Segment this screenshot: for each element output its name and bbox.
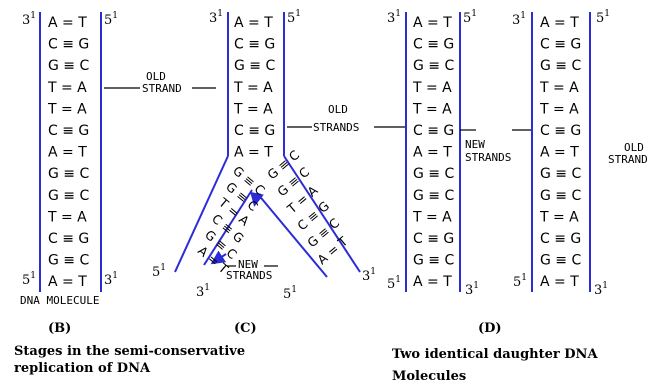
end-label: 31 — [465, 281, 479, 298]
base-pair: G ≡ C — [413, 58, 454, 74]
end-label: 51 — [387, 275, 401, 292]
base-pair: T = A — [539, 209, 579, 225]
end-label-5-top: 31 — [22, 11, 36, 28]
dna-molecule-b: A = T C ≡ G G ≡ C T = A T = A C ≡ G A = T G ≡ C… — [20, 11, 118, 307]
end-label-bottom: 51 — [152, 263, 166, 280]
old-strand-label: OLD — [146, 70, 166, 83]
base-pair: G ≡ C — [48, 58, 89, 74]
end-label-bottom: 31 — [196, 283, 210, 300]
base-pair: A = T — [234, 15, 273, 31]
base-pair: C ≡ G — [48, 123, 89, 139]
daughter-dna-1: A = T C ≡ G G ≡ C T = A T = A C ≡ G A = T G ≡ C… — [387, 9, 479, 298]
new-strands-label: NEW — [465, 138, 485, 151]
arrow-left — [210, 250, 227, 265]
base-pair: A = T — [48, 145, 87, 161]
base-pair: A = T — [48, 274, 87, 290]
end-label-bottom: 51 — [283, 285, 297, 302]
caption-daughters: Two identical daughter DNA — [392, 347, 598, 362]
base-pair: G ≡ C — [48, 188, 89, 204]
base-pair: T = A — [233, 80, 273, 96]
base-pair-column: A = T C ≡ G G ≡ C T = A T = A C ≡ G A = T G ≡ C… — [47, 15, 89, 290]
caption-stages: replication of DNA — [14, 361, 151, 376]
end-label-bottom-right: 31 — [104, 271, 118, 288]
base-pair: G ≡ C — [48, 253, 89, 269]
new-strands-label: STRANDS — [226, 269, 272, 282]
base-pair: A = T — [234, 145, 273, 161]
base-pair: C ≡ G — [48, 231, 89, 247]
caption-d: (D) — [478, 321, 502, 336]
replication-fork-c: A = T C ≡ G G ≡ C T = A T = A C ≡ G A = T G ≡ … — [152, 9, 376, 302]
old-strand-label: OLD — [624, 141, 644, 154]
base-pair: C ≡ G — [540, 37, 581, 53]
dna-molecule-label: DNA MOLECULE — [20, 294, 99, 307]
base-pair: C ≡ G — [413, 37, 454, 53]
end-label-5-top-right: 51 — [104, 11, 118, 28]
base-pair: T = A — [47, 80, 87, 96]
base-pair-arm-right: G ≡ CG ≡ CT = AC ≡ GG ≡ CA = T — [264, 147, 350, 267]
daughter-dna-2: A = T C ≡ G G ≡ C T = A T = A C ≡ G A = T G ≡ C… — [512, 9, 610, 298]
caption-b: (B) — [48, 321, 71, 336]
end-label: 31 — [594, 281, 608, 298]
base-pair: T = A — [539, 80, 579, 96]
base-pair: G ≡ C — [413, 188, 454, 204]
base-pair: G ≡ C — [48, 166, 89, 182]
old-strand-right-arm — [283, 155, 361, 273]
end-label-bottom: 31 — [362, 267, 376, 284]
end-label: 51 — [513, 273, 527, 290]
base-pair: A = T — [413, 274, 452, 290]
base-pair: T = A — [47, 101, 87, 117]
caption-c: (C) — [234, 321, 257, 336]
base-pair: T = A — [412, 209, 452, 225]
caption-daughters: Molecules — [392, 369, 466, 384]
base-pair: G ≡ C — [413, 166, 454, 182]
old-strands-label: OLD — [328, 103, 348, 116]
base-pair: G ≡ C — [540, 188, 581, 204]
base-pair: T = A — [539, 101, 579, 117]
base-pair: C ≡ G — [540, 231, 581, 247]
base-pair: C ≡ G — [234, 37, 275, 53]
base-pair: A = T — [540, 145, 579, 161]
base-pair: G ≡ C — [540, 253, 581, 269]
new-strands-label: NEW — [238, 258, 258, 271]
base-pair: T = A — [233, 101, 273, 117]
old-strand-left-arm — [174, 155, 229, 273]
end-label: 31 — [387, 9, 401, 26]
base-pair: A = T — [540, 274, 579, 290]
base-pair: C ≡ G — [234, 123, 275, 139]
new-strands-label: STRANDS — [465, 151, 511, 164]
end-label-bottom-left: 51 — [22, 271, 36, 288]
base-pair: A = T — [540, 15, 579, 31]
arrow-up — [250, 191, 264, 207]
base-pair: T = A — [412, 101, 452, 117]
end-label: 51 — [463, 9, 477, 26]
base-pair: A = T — [48, 15, 87, 31]
base-pair: C ≡ G — [413, 123, 454, 139]
base-pair: A = T — [413, 15, 452, 31]
base-pair-column: A = T C ≡ G G ≡ C T = A T = A C ≡ G A = T — [233, 15, 275, 161]
old-strands-label: STRANDS — [313, 121, 359, 134]
end-label: 51 — [596, 9, 610, 26]
base-pair: C ≡ G — [540, 123, 581, 139]
base-pair: T = A — [412, 80, 452, 96]
old-strand-label: STRAND — [142, 82, 182, 95]
base-pair: G ≡ C — [540, 58, 581, 74]
end-label-top-right: 51 — [287, 9, 301, 26]
base-pair: G ≡ C — [234, 58, 275, 74]
new-strand-right — [256, 192, 328, 278]
base-pair: A = T — [413, 145, 452, 161]
old-strand-label: STRAND — [608, 153, 648, 166]
base-pair: G ≡ C — [413, 253, 454, 269]
end-label: 31 — [512, 11, 526, 28]
base-pair: C ≡ G — [413, 231, 454, 247]
base-pair: G ≡ C — [540, 166, 581, 182]
caption-stages: Stages in the semi-conservative — [14, 344, 245, 359]
end-label-top-left: 31 — [209, 9, 223, 26]
base-pair: C ≡ G — [48, 37, 89, 53]
base-pair-column: A = T C ≡ G G ≡ C T = A T = A C ≡ G A = T G ≡ C… — [412, 15, 454, 290]
base-pair: T = A — [47, 209, 87, 225]
base-pair-column: A = T C ≡ G G ≡ C T = A T = A C ≡ G A = T G ≡ C… — [539, 15, 581, 290]
